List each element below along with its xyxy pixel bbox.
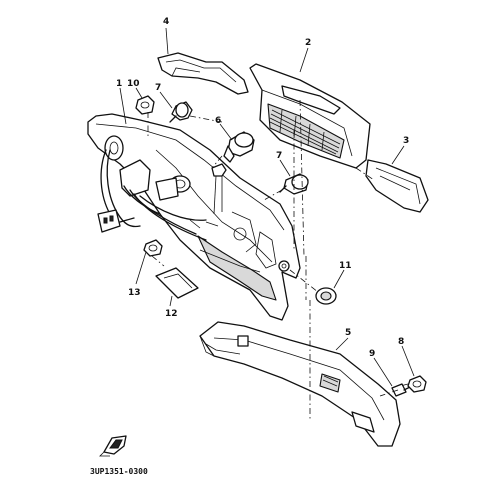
- callout-10: 10: [127, 79, 140, 89]
- callout-7-lower: 7: [276, 151, 282, 161]
- callout-13: 13: [128, 288, 141, 298]
- callout-5: 5: [345, 328, 351, 338]
- part-6-socket: [223, 131, 255, 163]
- callout-11: 11: [339, 261, 352, 271]
- part-12-label-plate: [155, 267, 199, 299]
- callout-3: 3: [403, 136, 409, 146]
- diagram-code: 3UP1351-0300: [90, 467, 148, 476]
- front-direction-icon: [99, 435, 127, 457]
- callout-8: 8: [398, 337, 404, 347]
- callout-12: 12: [165, 309, 178, 319]
- part-3-reflector: [365, 159, 429, 213]
- callout-2: 2: [305, 38, 311, 48]
- callout-9: 9: [369, 349, 375, 359]
- part-10-nut: [135, 95, 155, 115]
- socket-wiring: [97, 135, 207, 241]
- part-4-flap: [157, 52, 249, 95]
- part-8-nut: [407, 375, 427, 393]
- leader-lines: [119, 27, 415, 387]
- part-5-lower-panel: [199, 321, 401, 447]
- callout-labels: 4 2 3 1 10 7 6 7 11 5 9 8 13 12: [116, 17, 409, 359]
- part-7-bulb-lower: [279, 173, 309, 195]
- callout-7-upper: 7: [155, 83, 161, 93]
- lens-grille: [269, 109, 341, 155]
- callout-6: 6: [215, 116, 221, 126]
- assembly-lines: [147, 99, 409, 420]
- callout-4: 4: [163, 17, 169, 27]
- part-7-bulb-upper: [169, 101, 193, 123]
- part-13-nut: [143, 239, 163, 257]
- part-11-grommet: [315, 287, 337, 305]
- callout-1: 1: [116, 79, 122, 89]
- part-2-lamp-housing: [249, 63, 371, 169]
